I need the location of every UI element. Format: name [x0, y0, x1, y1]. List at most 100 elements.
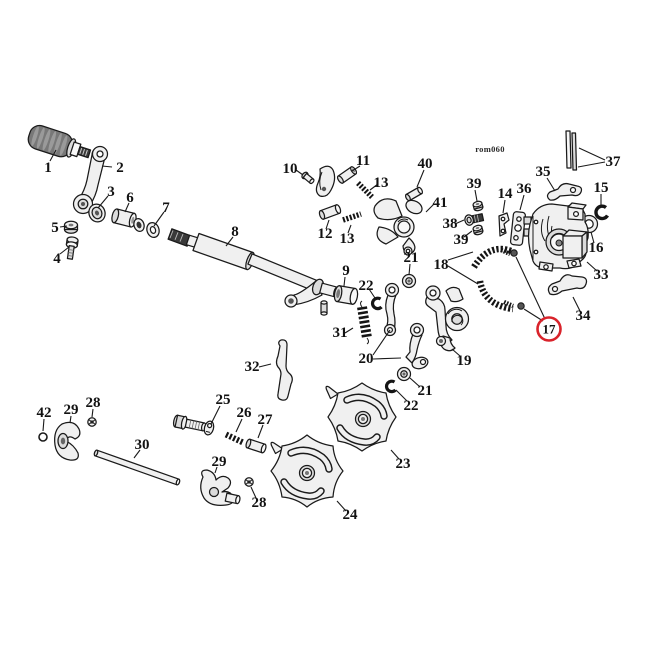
part-label-2: 2: [116, 160, 124, 176]
part-13-spring-upper: [356, 181, 374, 199]
leader-line: [515, 256, 546, 320]
part-4-bolt: [65, 236, 79, 260]
part-label-40: 40: [418, 156, 433, 172]
part-34-bracket-link: [547, 274, 588, 296]
part-label-9: 9: [342, 263, 350, 279]
leader-line: [336, 500, 347, 512]
part-28-nut-right: [244, 477, 254, 487]
part-label-20: 20: [359, 351, 374, 367]
leader-line: [590, 231, 595, 244]
leader-line: [295, 169, 304, 176]
leader-line: [214, 466, 218, 474]
part-label-7: 7: [162, 200, 170, 216]
part-label-29: 29: [212, 454, 227, 470]
part-8-shifter-shaft: [167, 228, 339, 316]
part-42-ring: [38, 432, 48, 442]
part-41-pawl-carrier: [373, 198, 423, 256]
part-15-retaining-ring: [594, 204, 609, 221]
part-label-37: 37: [606, 154, 622, 170]
part-28-nut-left: [87, 417, 97, 427]
part-27-plunger: [245, 438, 267, 454]
part-18-curved-springs: [471, 245, 514, 313]
leader-line: [572, 296, 581, 312]
leader-line: [416, 169, 425, 188]
leader-line: [372, 357, 402, 360]
leader-line: [225, 236, 234, 247]
part-label-13: 13: [374, 175, 389, 191]
part-label-35: 35: [536, 164, 551, 180]
part-label-36: 36: [517, 181, 533, 197]
part-label-31: 31: [333, 325, 348, 341]
leader-line: [447, 251, 474, 261]
part-39-nut-upper: [472, 200, 484, 212]
part-label-21: 21: [418, 383, 433, 399]
highlighted-part-number: 17: [543, 322, 557, 337]
part-40-pin: [404, 186, 424, 202]
part-22-clip-upper: [370, 296, 383, 311]
part-label-22: 22: [404, 398, 419, 414]
part-label-32: 32: [245, 359, 260, 375]
part-19-shifter-arm: [425, 285, 470, 352]
part-21-flange-nut-lower: [396, 366, 412, 382]
leader-line: [59, 225, 68, 228]
part-20-pawl-arms: [383, 282, 429, 370]
part-label-24: 24: [343, 507, 359, 523]
part-label-21: 21: [404, 250, 419, 266]
part-7-washer: [146, 222, 160, 238]
leader-line: [586, 261, 598, 272]
part-2-shift-lever: [72, 145, 109, 215]
part-11-pin: [336, 166, 358, 184]
leader-line: [59, 246, 70, 255]
leader-line: [344, 327, 354, 334]
part-seal-washer: [133, 218, 145, 232]
leader-line: [546, 177, 556, 192]
part-36-side-plate: [509, 211, 526, 246]
leader-line: [369, 183, 379, 191]
part-label-16: 16: [589, 240, 605, 256]
part-37-spring-blades: [565, 130, 578, 171]
part-label-22: 22: [359, 278, 374, 294]
leader-line: [454, 219, 465, 225]
part-17-detent-spring-ball-lower: [503, 299, 525, 310]
part-32-lever-link: [275, 339, 293, 401]
part-29-fork-right: [200, 469, 241, 506]
leader-line: [124, 202, 130, 213]
leader-line: [133, 449, 141, 459]
part-35-bracket: [546, 182, 583, 201]
part-label-3: 3: [107, 184, 115, 200]
part-label-11: 11: [356, 153, 370, 169]
highlight-circle: [536, 316, 562, 342]
part-label-34: 34: [576, 308, 592, 324]
leader-line: [408, 263, 411, 276]
part-33-cover-casting: [523, 202, 589, 272]
leader-line: [372, 329, 391, 356]
part-25-screw: [172, 414, 215, 436]
leader-line: [463, 230, 473, 238]
part-label-8: 8: [231, 224, 239, 240]
part-label-18: 18: [434, 257, 449, 273]
part-label-12: 12: [318, 226, 333, 242]
leader-line: [347, 224, 352, 234]
part-24-cam-plate: [270, 434, 344, 508]
part-label-15: 15: [594, 180, 609, 196]
leader-line: [390, 449, 400, 460]
leader-line: [257, 424, 264, 439]
leader-line: [577, 161, 606, 168]
leader-line: [42, 418, 45, 432]
leader-line: [91, 408, 94, 418]
part-17-detent-spring-ball-upper: [500, 247, 518, 257]
leader-line: [447, 265, 479, 285]
leader-line: [343, 276, 346, 287]
part-label-30: 30: [135, 437, 150, 453]
leader-line: [153, 211, 165, 227]
leader-line: [451, 348, 461, 357]
part-label-23: 23: [396, 456, 411, 472]
part-30-shifter-rod: [93, 449, 181, 486]
part-label-26: 26: [237, 405, 253, 421]
leader-line: [325, 219, 330, 230]
part-12-pin: [318, 204, 342, 220]
leader-line: [395, 389, 408, 402]
part-label-39: 39: [454, 232, 469, 248]
leader-lines: [42, 147, 606, 512]
part-13-spring-lower: [342, 211, 362, 223]
